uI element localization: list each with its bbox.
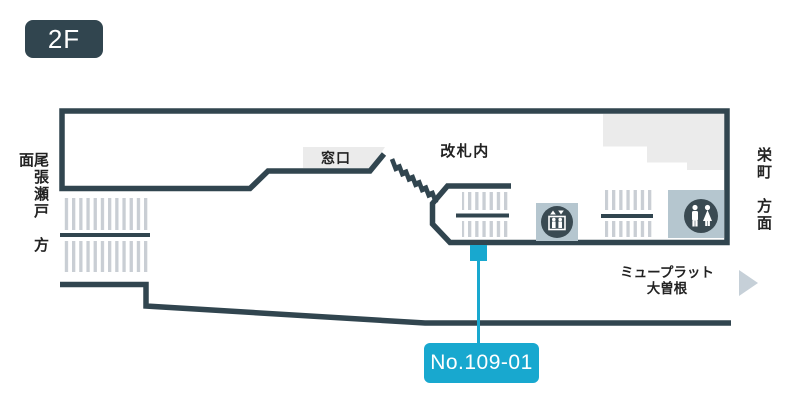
station-outline-walls <box>59 108 730 246</box>
stairs-inner-1 <box>456 192 509 237</box>
floor-badge: 2F <box>25 20 103 58</box>
exit-label-line1: ミュープラット <box>620 265 714 280</box>
platform-edge-wall <box>60 281 731 326</box>
exit-arrow-icon <box>739 270 758 296</box>
ad-location-marker <box>470 245 487 346</box>
inside-gate-label: 改札内 <box>440 143 490 160</box>
ticket-window-label: 窓口 <box>321 150 351 166</box>
building-footprint <box>603 114 724 170</box>
elevator-icon <box>536 203 578 241</box>
ticket-window-area <box>303 147 385 168</box>
direction-label-sakaemachi: 栄町 方面 <box>755 147 772 232</box>
stairs-left <box>60 198 150 272</box>
stairs-inner-2 <box>601 190 653 237</box>
exit-label-muplat-ozone: ミュープラット 大曽根 <box>613 265 721 297</box>
restroom-icon <box>668 190 724 238</box>
diagonal-stairs-hatch <box>389 158 439 204</box>
exit-label-line2: 大曽根 <box>646 280 688 296</box>
direction-label-owariseto: 尾張瀬戸 方面 <box>17 152 49 254</box>
ad-number-badge: No.109-01 <box>424 343 539 383</box>
